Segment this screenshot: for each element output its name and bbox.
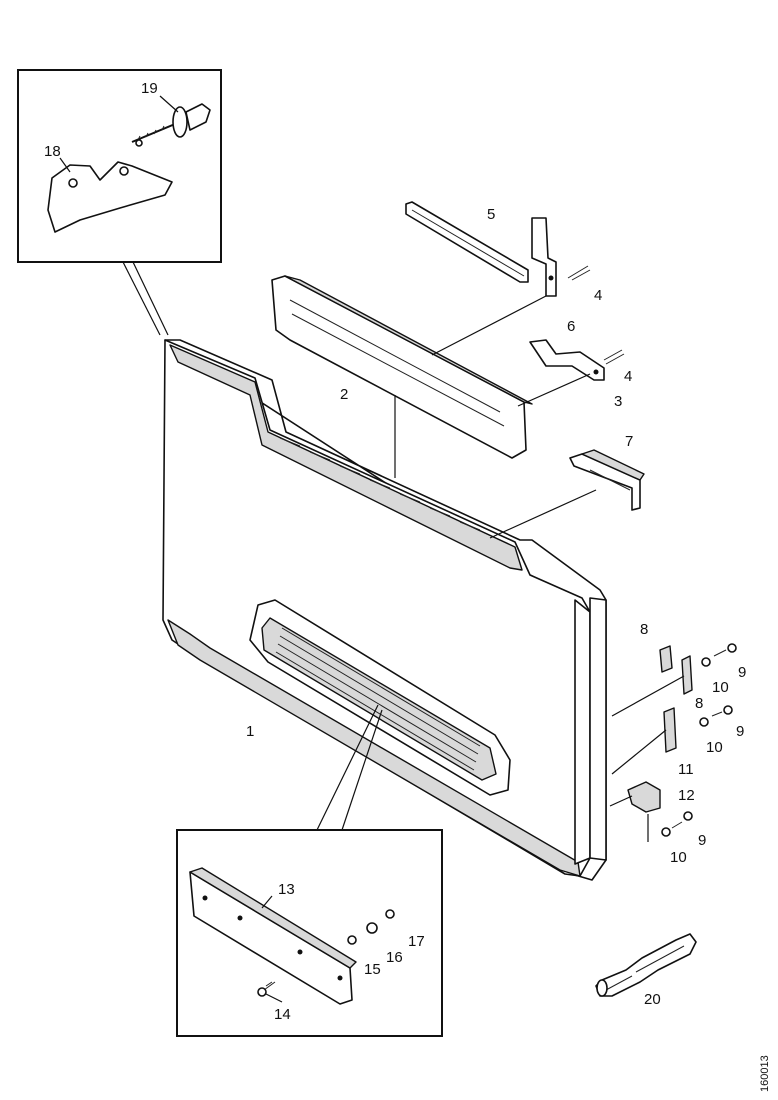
callout-4: 4 bbox=[594, 287, 602, 304]
part-7-bracket bbox=[489, 449, 645, 539]
callout-10: 10 bbox=[712, 679, 729, 696]
callout-20: 20 bbox=[644, 991, 661, 1008]
callout-2: 2 bbox=[340, 386, 348, 403]
callout-4: 4 bbox=[624, 368, 632, 385]
callout-12: 12 bbox=[678, 787, 695, 804]
callout-11: 11 bbox=[678, 761, 694, 778]
callout-9: 9 bbox=[736, 723, 744, 740]
part-19-knob bbox=[131, 103, 211, 147]
callout-5: 5 bbox=[487, 206, 495, 223]
part-20-handle bbox=[595, 933, 697, 997]
callout-10: 10 bbox=[670, 849, 687, 866]
callout-17: 17 bbox=[408, 933, 425, 950]
callout-6: 6 bbox=[567, 318, 575, 335]
callout-7: 7 bbox=[625, 433, 633, 450]
callout-13: 13 bbox=[278, 881, 295, 898]
callout-8: 8 bbox=[695, 695, 703, 712]
callout-9: 9 bbox=[738, 664, 746, 681]
callout-18: 18 bbox=[44, 143, 61, 160]
part-18-bracket bbox=[47, 161, 173, 233]
parts-8-12-hardware bbox=[609, 643, 737, 842]
callout-9: 9 bbox=[698, 832, 706, 849]
figure-reference-code: 160013 bbox=[759, 1055, 771, 1092]
callout-10: 10 bbox=[706, 739, 723, 756]
callout-16: 16 bbox=[386, 949, 403, 966]
parts-14-17-fasteners bbox=[257, 909, 395, 997]
callout-14: 14 bbox=[274, 1006, 291, 1023]
callout-15: 15 bbox=[364, 961, 381, 978]
inset-bottom bbox=[176, 829, 443, 1037]
part-1-door-panel bbox=[162, 339, 607, 881]
door-grille bbox=[249, 599, 511, 796]
inset-top-left bbox=[17, 69, 222, 263]
callout-3: 3 bbox=[614, 393, 622, 410]
part-6-bracket bbox=[431, 217, 591, 356]
callout-labels: 1 2 3 4 4 5 6 7 8 8 9 9 9 10 10 10 11 12… bbox=[44, 80, 746, 1023]
callout-19: 19 bbox=[141, 80, 158, 97]
callout-1: 1 bbox=[246, 723, 254, 740]
callout-8: 8 bbox=[640, 621, 648, 638]
part-3-bracket bbox=[517, 339, 625, 407]
part-5-strip bbox=[405, 201, 529, 283]
part-2-trim-panel bbox=[271, 275, 533, 478]
